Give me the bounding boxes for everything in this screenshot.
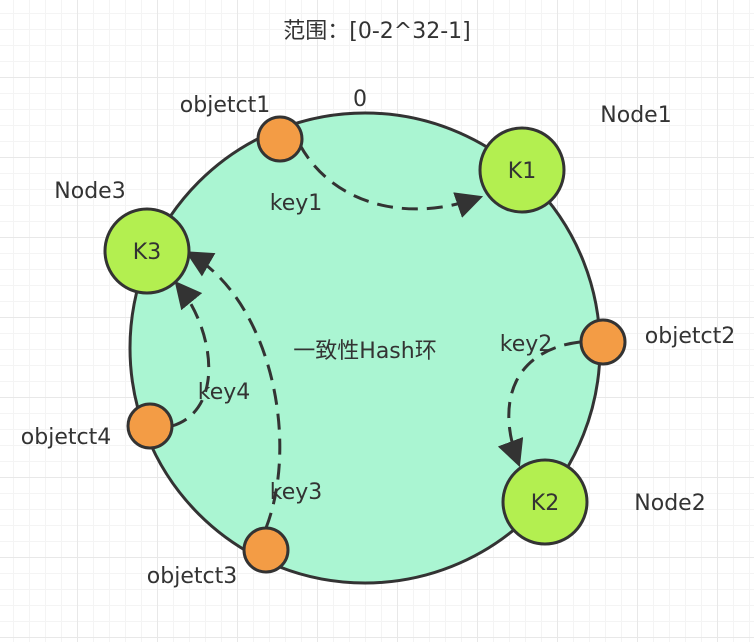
edge-label-key2: key2 (500, 332, 553, 357)
node-3-circle (103, 207, 191, 295)
object-4-name: objetct4 (21, 425, 111, 450)
edge-label-key1: key1 (270, 191, 323, 216)
object-2-point (579, 318, 627, 366)
object-2-name: objetct2 (645, 324, 735, 349)
node-2-circle (501, 458, 589, 546)
node-1-circle (478, 126, 566, 214)
object-3-point (242, 526, 290, 574)
node-1: K1 (478, 126, 566, 214)
node-3-name: Node3 (54, 179, 125, 204)
node-3-key: K3 (133, 240, 161, 265)
edge-label-key4: key4 (198, 380, 251, 405)
edge-key3-arrow (185, 251, 282, 529)
edge-key2-arrow (497, 340, 581, 468)
edge-label-key3: key3 (270, 480, 323, 505)
node-1-key: K1 (508, 159, 536, 184)
object-4-point (126, 402, 174, 450)
node-2-key: K2 (531, 491, 559, 516)
object-3-name: objetct3 (147, 564, 237, 589)
node-3: K3 (103, 207, 191, 295)
range-title: 范围：[0-2^32-1] (283, 19, 470, 44)
object-1-name: objetct1 (180, 93, 270, 118)
node-2: K2 (501, 458, 589, 546)
node-1-name: Node1 (600, 103, 671, 128)
node-2-name: Node2 (634, 491, 705, 516)
edge-key4-arrow (171, 280, 211, 428)
ring-label: 一致性Hash环 (293, 339, 436, 364)
ring-start-label: 0 (353, 87, 367, 112)
object-1-point (256, 115, 304, 163)
